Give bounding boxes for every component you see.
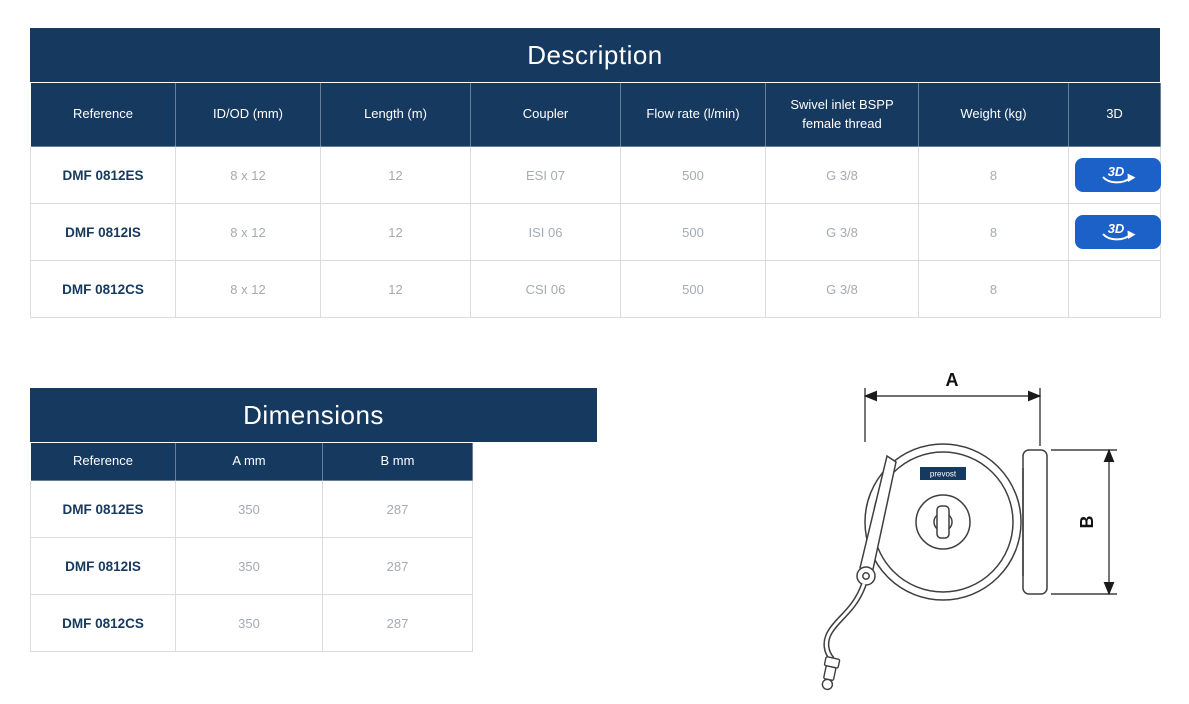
cell-id-od: 8 x 12 xyxy=(175,203,321,261)
col-header-swivel-inlet: Swivel inlet BSPP female thread xyxy=(765,82,919,147)
cell-b-mm: 287 xyxy=(322,594,473,652)
col-header-b-mm: B mm xyxy=(322,442,473,481)
cell-flow-rate: 500 xyxy=(620,260,766,318)
3d-button-label: 3D xyxy=(1108,221,1125,236)
cell-3d: 3D xyxy=(1068,203,1161,261)
description-table: Reference ID/OD (mm) Length (m) Coupler … xyxy=(30,82,1161,318)
cell-coupler: ESI 07 xyxy=(470,146,621,204)
cell-reference: DMF 0812ES xyxy=(30,480,176,538)
cell-a-mm: 350 xyxy=(175,537,323,595)
table-row: DMF 0812CS 350 287 xyxy=(30,594,473,652)
description-table-section: Description Reference ID/OD (mm) Length … xyxy=(30,28,1161,318)
col-header-reference: Reference xyxy=(30,82,176,147)
dimension-b-label: B xyxy=(1077,516,1097,529)
cell-coupler: ISI 06 xyxy=(470,203,621,261)
table-row: DMF 0812CS 8 x 12 12 CSI 06 500 G 3/8 8 xyxy=(30,260,1161,318)
col-header-flow-rate: Flow rate (l/min) xyxy=(620,82,766,147)
cell-reference: DMF 0812ES xyxy=(30,146,176,204)
cell-a-mm: 350 xyxy=(175,480,323,538)
cell-length: 12 xyxy=(320,203,471,261)
cell-reference: DMF 0812IS xyxy=(30,537,176,595)
dimension-a xyxy=(863,388,1042,446)
cell-reference: DMF 0812CS xyxy=(30,594,176,652)
3d-button-label: 3D xyxy=(1108,164,1125,179)
col-header-coupler: Coupler xyxy=(470,82,621,147)
description-title: Description xyxy=(30,28,1160,82)
cell-a-mm: 350 xyxy=(175,594,323,652)
hose-coupler-fitting xyxy=(821,656,841,691)
view-3d-button[interactable]: 3D xyxy=(1075,158,1161,192)
cell-weight: 8 xyxy=(918,260,1069,318)
cell-3d: 3D xyxy=(1068,146,1161,204)
cell-length: 12 xyxy=(320,260,471,318)
dimensions-header-row: Reference A mm B mm xyxy=(30,442,473,481)
cell-reference: DMF 0812IS xyxy=(30,203,176,261)
table-row: DMF 0812IS 350 287 xyxy=(30,537,473,595)
hose-guide-arm xyxy=(856,454,897,586)
cell-coupler: CSI 06 xyxy=(470,260,621,318)
cell-swivel: G 3/8 xyxy=(765,146,919,204)
view-3d-button[interactable]: 3D xyxy=(1075,215,1161,249)
hose xyxy=(823,582,867,661)
table-row: DMF 0812ES 8 x 12 12 ESI 07 500 G 3/8 8 … xyxy=(30,146,1161,204)
brand-logo-text: prevost xyxy=(930,470,957,479)
table-row: DMF 0812ES 350 287 xyxy=(30,480,473,538)
cell-id-od: 8 x 12 xyxy=(175,260,321,318)
cell-flow-rate: 500 xyxy=(620,146,766,204)
col-header-reference: Reference xyxy=(30,442,176,481)
dimensions-table-section: Dimensions Reference A mm B mm DMF 0812E… xyxy=(30,388,597,652)
dimension-a-label: A xyxy=(946,372,959,390)
hose-reel-technical-drawing: prevost xyxy=(775,372,1155,702)
cell-length: 12 xyxy=(320,146,471,204)
dimensions-table: Reference A mm B mm DMF 0812ES 350 287 D… xyxy=(30,442,473,652)
cell-swivel: G 3/8 xyxy=(765,260,919,318)
col-header-length: Length (m) xyxy=(320,82,471,147)
cell-id-od: 8 x 12 xyxy=(175,146,321,204)
cell-b-mm: 287 xyxy=(322,480,473,538)
description-header-row: Reference ID/OD (mm) Length (m) Coupler … xyxy=(30,82,1161,147)
col-header-weight: Weight (kg) xyxy=(918,82,1069,147)
col-header-3d: 3D xyxy=(1068,82,1161,147)
dimensions-title: Dimensions xyxy=(30,388,597,442)
cell-b-mm: 287 xyxy=(322,537,473,595)
cell-reference: DMF 0812CS xyxy=(30,260,176,318)
cell-swivel: G 3/8 xyxy=(765,203,919,261)
reel-body xyxy=(864,443,1022,601)
brand-logo: prevost xyxy=(920,467,966,480)
cell-weight: 8 xyxy=(918,146,1069,204)
col-header-a-mm: A mm xyxy=(175,442,323,481)
dimension-b xyxy=(1051,448,1117,596)
col-header-id-od: ID/OD (mm) xyxy=(175,82,321,147)
table-row: DMF 0812IS 8 x 12 12 ISI 06 500 G 3/8 8 … xyxy=(30,203,1161,261)
cell-3d-empty xyxy=(1068,260,1161,318)
cell-weight: 8 xyxy=(918,203,1069,261)
mounting-bracket xyxy=(1022,449,1048,595)
cell-flow-rate: 500 xyxy=(620,203,766,261)
